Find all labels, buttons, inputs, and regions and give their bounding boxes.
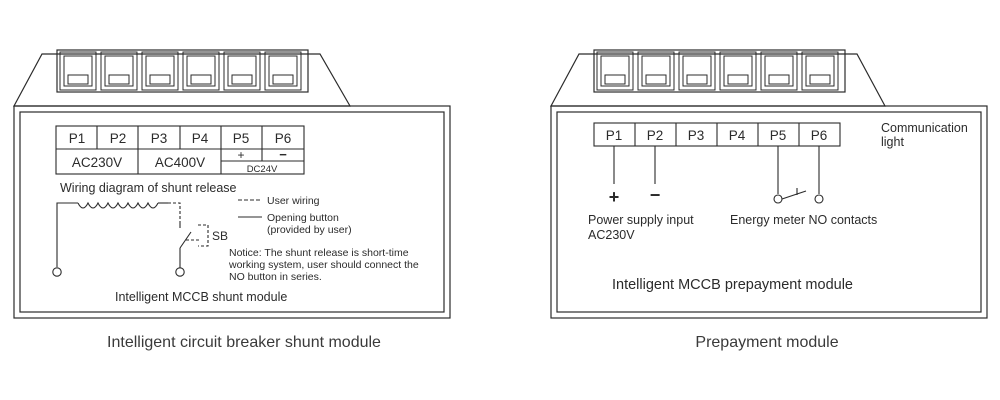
prepayment-terminal-block: [593, 49, 846, 93]
legend-user-wiring: User wiring: [267, 195, 320, 207]
terminal-screw: [596, 51, 634, 91]
prepayment-terminal-table: [593, 122, 841, 147]
shunt-caption: Intelligent circuit breaker shunt module: [107, 334, 381, 351]
shunt-coil-circuit: [56, 201, 209, 268]
minus-sign: −: [279, 147, 287, 162]
shunt-terminal-labels: P1 P2 P3 P4 P5 P6 AC230V AC400V + − DC24…: [69, 131, 292, 175]
minus-sign: −: [650, 185, 661, 205]
shunt-module-label: Intelligent MCCB shunt module: [115, 290, 287, 304]
shunt-terminal-block: [56, 49, 309, 93]
terminal-label: P2: [647, 128, 664, 143]
prepayment-terminal-screws: [596, 51, 839, 91]
power-supply-voltage: AC230V: [588, 228, 635, 242]
prepayment-module-panel: [549, 49, 988, 319]
shunt-terminal-screws: [59, 51, 302, 91]
energy-meter-label: Energy meter NO contacts: [730, 213, 877, 227]
terminal-label: P2: [110, 131, 127, 146]
terminal-screw: [801, 51, 839, 91]
terminal-label: P1: [606, 128, 623, 143]
terminal-screw: [637, 51, 675, 91]
shunt-legend: [238, 199, 262, 218]
terminal-label: P4: [729, 128, 746, 143]
terminal-screw: [760, 51, 798, 91]
terminal-label: P4: [192, 131, 209, 146]
terminal-screw: [100, 51, 138, 91]
terminal-label: P6: [275, 131, 292, 146]
sb-label: SB: [212, 229, 228, 243]
shunt-housing-inner: [19, 111, 445, 313]
terminal-label: P3: [151, 131, 168, 146]
shunt-housing-outer: [13, 105, 451, 319]
terminal-label: P3: [688, 128, 705, 143]
communication-light-label: Communication: [881, 121, 968, 135]
prepayment-leads: [613, 146, 820, 200]
terminal-screw: [719, 51, 757, 91]
no-contact-blade: [781, 190, 807, 200]
notice-line-1: Notice: The shunt release is short-time: [229, 247, 409, 259]
dc24v-label: DC24V: [247, 164, 278, 175]
plus-sign: +: [237, 148, 244, 162]
voltage-ac230-label: AC230V: [72, 155, 122, 170]
terminal-label: P6: [811, 128, 828, 143]
terminal-point-right: [175, 267, 185, 277]
plus-sign: +: [609, 187, 620, 207]
contact-point-right: [814, 194, 824, 204]
voltage-ac400-label: AC400V: [155, 155, 205, 170]
terminal-screw: [141, 51, 179, 91]
shunt-module-panel: [12, 49, 451, 319]
terminal-label: P1: [69, 131, 86, 146]
terminal-screw: [223, 51, 261, 91]
prepayment-housing-inner: [556, 111, 982, 313]
legend-opening-button-note: (provided by user): [267, 224, 352, 236]
terminal-label: P5: [233, 131, 250, 146]
prepayment-caption: Prepayment module: [695, 334, 838, 351]
terminal-screw: [182, 51, 220, 91]
coil-icon: [77, 201, 159, 209]
legend-opening-button: Opening button: [267, 212, 339, 224]
power-supply-label: Power supply input: [588, 213, 694, 227]
communication-light-label-2: light: [881, 135, 904, 149]
prepayment-module-label: Intelligent MCCB prepayment module: [612, 277, 853, 293]
terminal-label: P5: [770, 128, 787, 143]
shunt-terminal-table: [55, 125, 305, 175]
terminal-point-left: [52, 267, 62, 277]
notice-line-2: working system, user should connect the: [228, 259, 419, 271]
switch-blade: [179, 231, 192, 249]
prepayment-housing-outer: [550, 105, 988, 319]
contact-point-left: [773, 194, 783, 204]
terminal-screw: [678, 51, 716, 91]
prepayment-terminal-labels: P1 P2 P3 P4 P5 P6: [606, 128, 828, 143]
terminal-screw: [59, 51, 97, 91]
shunt-diagram-title: Wiring diagram of shunt release: [60, 181, 237, 195]
notice-line-3: NO button in series.: [229, 271, 322, 283]
terminal-screw: [264, 51, 302, 91]
